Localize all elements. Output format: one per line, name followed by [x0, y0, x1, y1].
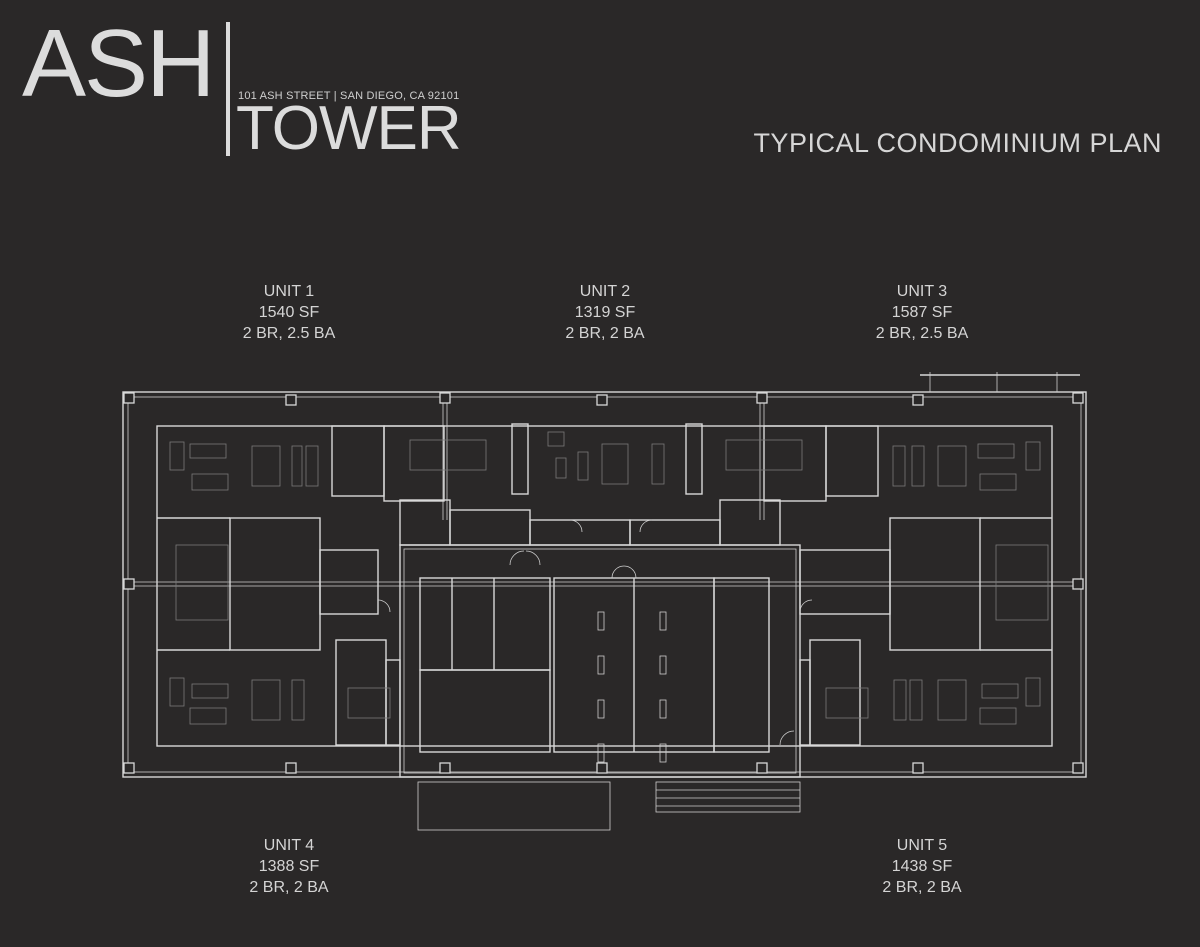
unit-rooms: 2 BR, 2 BA	[882, 879, 962, 896]
unit-rooms: 2 BR, 2 BA	[565, 325, 645, 342]
unit-area: 1587 SF	[891, 304, 953, 321]
unit-area: 1388 SF	[258, 858, 320, 875]
columns	[123, 392, 1084, 774]
brand-tower: TOWER	[236, 94, 462, 163]
elevator-shafts	[597, 611, 667, 763]
unit-name: UNIT 5	[896, 837, 948, 854]
unit-name: UNIT 1	[263, 283, 315, 300]
unit-name: UNIT 2	[579, 283, 631, 300]
brand-divider	[226, 22, 230, 156]
brand-ash: ASH	[22, 10, 215, 117]
unit-name: UNIT 4	[263, 837, 315, 854]
unit-rooms: 2 BR, 2.5 BA	[242, 325, 336, 342]
unit-area: 1319 SF	[574, 304, 636, 321]
address: 101 ASH STREET | SAN DIEGO, CA 92101	[238, 90, 460, 102]
unit-label-5: UNIT 5 1438 SF 2 BR, 2 BA	[822, 835, 1022, 898]
unit-rooms: 2 BR, 2.5 BA	[875, 325, 969, 342]
building-core	[399, 544, 801, 831]
building-outline	[122, 372, 1087, 778]
unit-rooms: 2 BR, 2 BA	[249, 879, 329, 896]
furniture	[169, 431, 1041, 725]
unit-label-1: UNIT 1 1540 SF 2 BR, 2.5 BA	[189, 281, 389, 344]
door-swings	[377, 519, 813, 746]
plan-title: TYPICAL CONDOMINIUM PLAN	[753, 128, 1162, 158]
unit-area: 1540 SF	[258, 304, 320, 321]
unit-label-3: UNIT 3 1587 SF 2 BR, 2.5 BA	[822, 281, 1022, 344]
unit-label-4: UNIT 4 1388 SF 2 BR, 2 BA	[189, 835, 389, 898]
unit-name: UNIT 3	[896, 283, 948, 300]
unit-label-2: UNIT 2 1319 SF 2 BR, 2 BA	[505, 281, 705, 344]
unit-walls	[157, 423, 1052, 746]
unit-area: 1438 SF	[891, 858, 953, 875]
